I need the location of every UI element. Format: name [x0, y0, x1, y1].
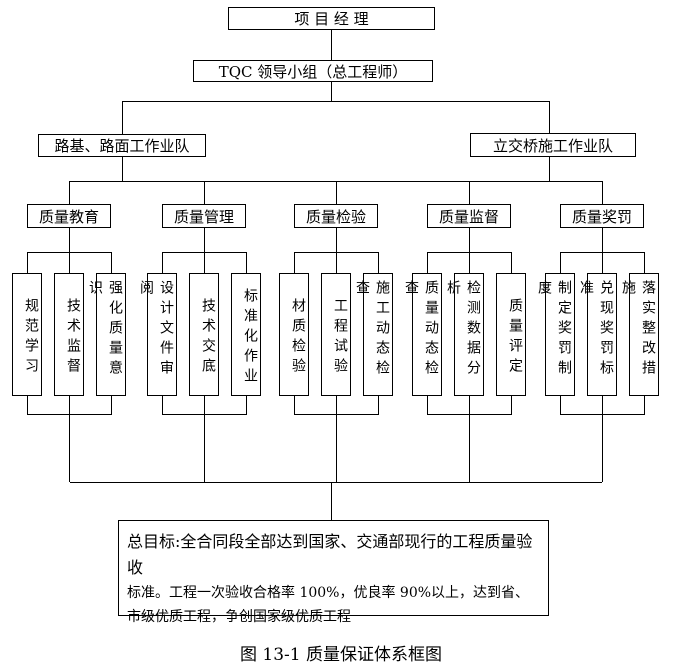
connector: [27, 252, 28, 273]
goal-text: 标准。工程一次验收合格率 100%，优良率 90%以上，达到省、市级优质工程，争…: [127, 585, 530, 625]
connector: [246, 252, 247, 273]
task-box: 设计文件审阅: [138, 273, 177, 396]
connector: [294, 252, 295, 273]
connector: [69, 414, 70, 482]
connector: [427, 252, 428, 273]
connector: [560, 252, 561, 273]
task-box: 制定奖罚制度: [536, 273, 575, 396]
task-box: 技术交底: [189, 273, 219, 396]
connector: [336, 396, 337, 414]
connector: [427, 396, 428, 414]
task-box: 检测数据分析: [445, 273, 484, 396]
connector: [122, 101, 550, 102]
figure-caption: 图 13-1 质量保证体系框图: [240, 645, 442, 665]
connector: [204, 414, 205, 482]
connector: [602, 228, 603, 252]
connector: [69, 396, 70, 414]
connector: [469, 414, 470, 482]
connector: [378, 396, 379, 414]
task-box: 落实整改措施: [620, 273, 659, 396]
task-box: 技术监督: [54, 273, 84, 396]
connector: [111, 252, 112, 273]
connector: [336, 414, 337, 482]
connector: [111, 396, 112, 414]
connector: [469, 252, 470, 273]
connector: [469, 181, 470, 204]
connector: [469, 396, 470, 414]
connector: [27, 396, 28, 414]
connector: [602, 396, 603, 414]
connector: [294, 396, 295, 414]
tqc-leadership-box: TQC 领导小组（总工程师）: [193, 60, 433, 82]
group-box: 质量奖罚: [560, 204, 644, 228]
group-box: 质量检验: [294, 204, 378, 228]
connector: [644, 252, 645, 273]
connector: [122, 101, 123, 134]
connector: [204, 252, 205, 273]
connector: [70, 482, 602, 483]
connector: [511, 396, 512, 414]
group-box: 质量教育: [27, 204, 111, 228]
connector: [336, 181, 337, 204]
connector: [122, 156, 123, 181]
connector: [162, 396, 163, 414]
task-box: 规范学习: [12, 273, 42, 396]
connector: [69, 228, 70, 252]
connector: [69, 181, 70, 204]
connector: [204, 181, 205, 204]
connector: [331, 29, 332, 60]
connector: [602, 181, 603, 204]
task-box: 工程试验: [321, 273, 351, 396]
connector: [549, 156, 550, 181]
connector: [336, 252, 337, 273]
group-box: 质量管理: [162, 204, 246, 228]
connector: [602, 414, 603, 482]
task-box: 质量动态检查: [403, 273, 442, 396]
task-box: 标准化作业: [231, 273, 261, 396]
connector: [69, 252, 70, 273]
connector: [162, 252, 163, 273]
interchange-team-box: 立交桥施工作业队: [470, 133, 636, 157]
task-box: 材质检验: [279, 273, 309, 396]
connector: [560, 396, 561, 414]
connector: [336, 228, 337, 252]
connector: [331, 482, 332, 520]
connector: [331, 81, 332, 101]
project-manager-box: 项 目 经 理: [228, 7, 435, 30]
connector: [602, 252, 603, 273]
connector: [469, 228, 470, 252]
connector: [246, 396, 247, 414]
task-box: 兑现奖罚标准: [578, 273, 617, 396]
overall-goal-box: 总目标:全合同段全部达到国家、交通部现行的工程质量验收 标准。工程一次验收合格率…: [118, 520, 549, 625]
roadbed-team-box: 路基、路面工作业队: [38, 134, 206, 157]
connector: [549, 101, 550, 134]
task-box: 强化质量意识: [87, 273, 126, 396]
task-box: 施工动态检查: [354, 273, 393, 396]
connector: [204, 228, 205, 252]
connector: [644, 396, 645, 414]
task-box: 质量评定: [496, 273, 526, 396]
goal-title: 总目标:全合同段全部达到国家、交通部现行的工程质量验收: [127, 532, 533, 577]
connector: [378, 252, 379, 273]
connector: [204, 396, 205, 414]
group-box: 质量监督: [427, 204, 511, 228]
connector: [511, 252, 512, 273]
